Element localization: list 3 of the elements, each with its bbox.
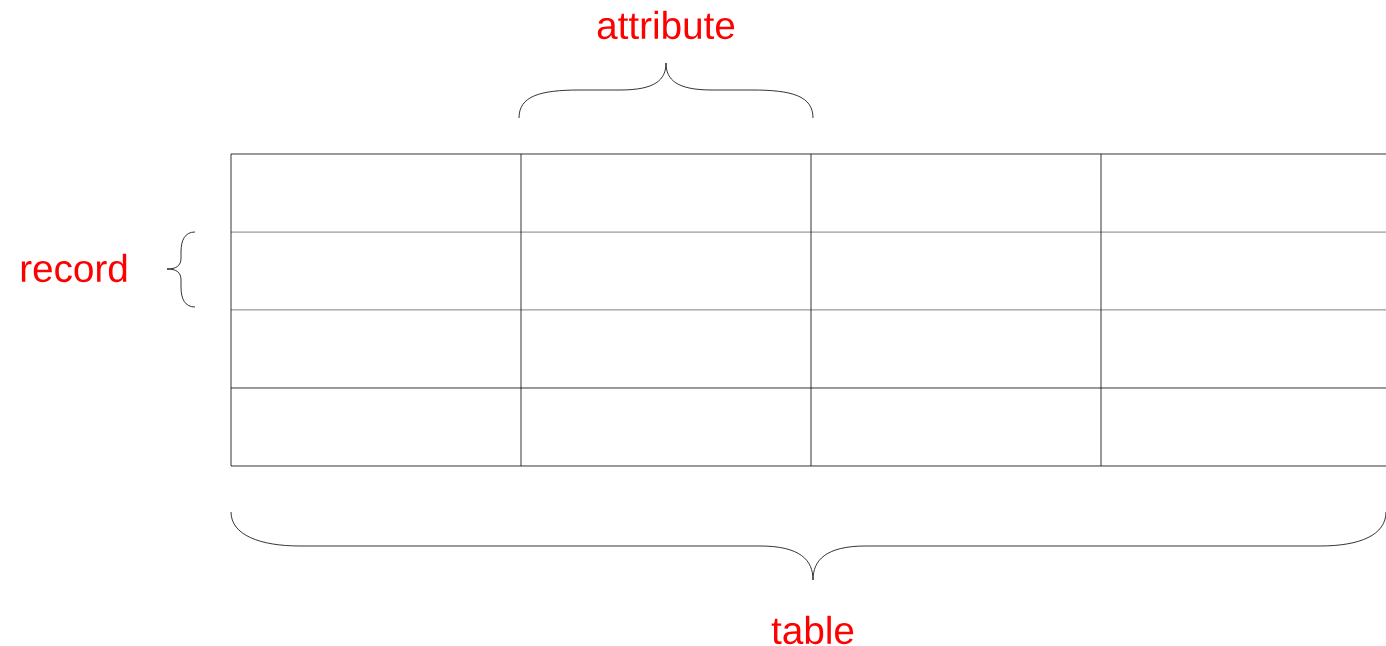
brace-label: table	[771, 615, 854, 645]
brace-label: attribute	[597, 10, 735, 40]
brace-label: record	[21, 253, 127, 283]
